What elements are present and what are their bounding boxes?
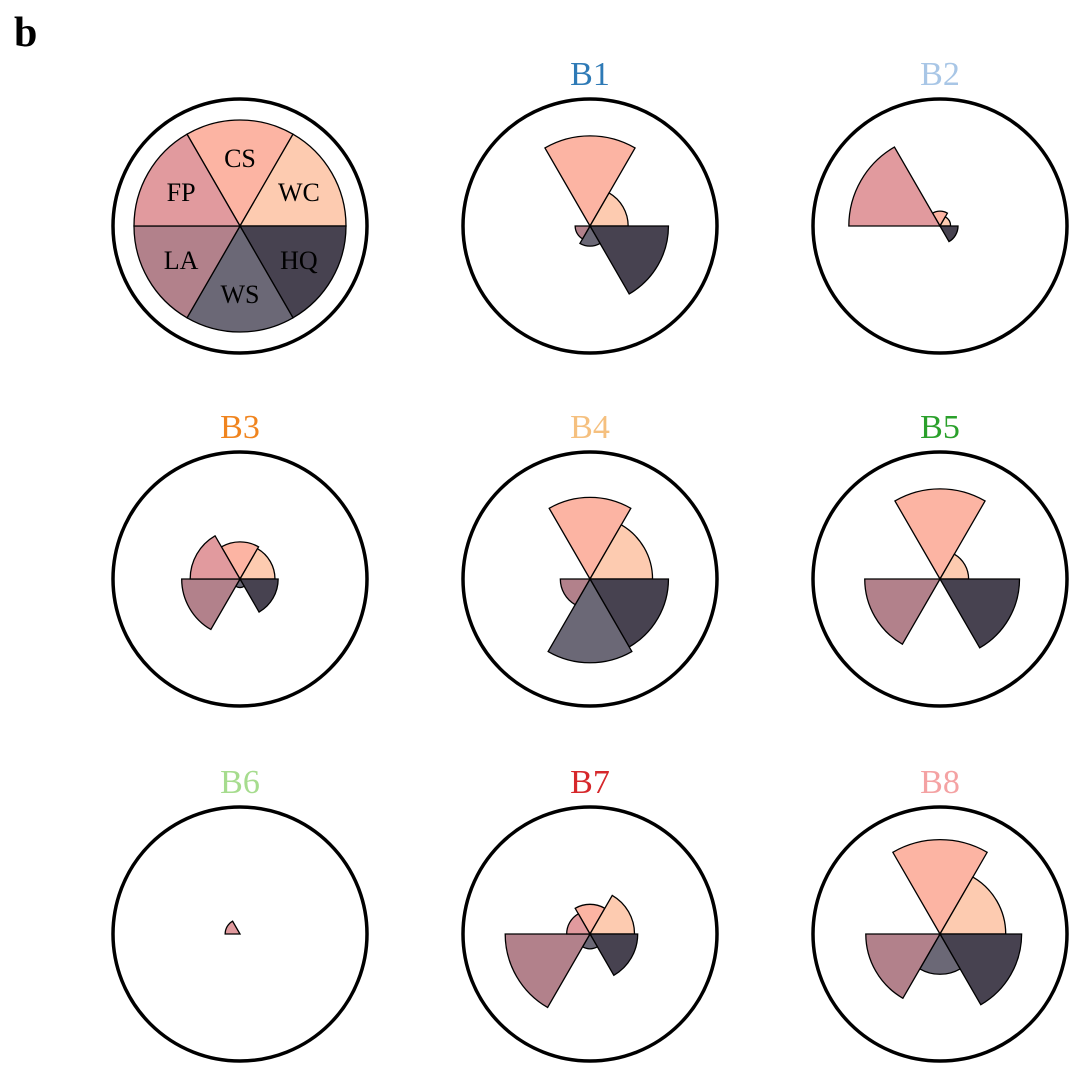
polar-panel-b6: B6 [111, 764, 369, 1063]
legend-label-wc: WC [278, 178, 320, 207]
bar-b2-fp [848, 146, 942, 227]
panel-title-b2: B2 [920, 56, 960, 93]
bar-b2-hq [938, 225, 959, 243]
panel-title-b8: B8 [920, 764, 960, 801]
legend-wheel: CS WC HQ WS LA FP [111, 97, 369, 355]
polar-panel-b2: B2 [811, 56, 1069, 355]
legend-sector-wc [238, 133, 347, 227]
bar-b6-fp [224, 920, 242, 935]
bar-b3-hq [238, 578, 279, 613]
bar-b1-cs [544, 135, 636, 228]
polar-panel-b8: B8 [811, 764, 1069, 1063]
legend-sector-la [133, 225, 242, 319]
polar-panel-b5: B5 [811, 409, 1069, 708]
bar-b1-ws [579, 224, 601, 247]
bar-b4-wc [588, 523, 654, 580]
legend-sector-fp [133, 133, 242, 227]
bar-b7-fp [566, 912, 592, 935]
polar-panel-b1: B1 [461, 56, 719, 355]
bar-b8-cs [891, 839, 989, 936]
legend-label-cs: CS [224, 144, 256, 173]
bar-b4-la [559, 578, 592, 606]
bar-b7-la [504, 933, 592, 1009]
bar-b4-cs [548, 496, 632, 581]
panel-title-b6: B6 [220, 764, 260, 801]
panel-title-b5: B5 [920, 409, 960, 446]
panel-title-b1: B1 [570, 56, 610, 93]
panel-title-b3: B3 [220, 409, 260, 446]
legend-label-fp: FP [167, 178, 196, 207]
legend-label-hq: HQ [280, 246, 318, 275]
legend-label-ws: WS [221, 280, 260, 309]
bar-b4-ws [547, 577, 633, 664]
polar-panel-b3: B3 [111, 409, 369, 708]
polar-panel-b4: B4 [461, 409, 719, 708]
legend-sector-cs [186, 119, 294, 228]
bar-b4-hq [588, 578, 670, 648]
panel-title-b4: B4 [570, 409, 610, 446]
legend-sector-ws [186, 224, 294, 333]
bar-b5-hq [938, 578, 1021, 649]
bar-b7-hq [588, 933, 639, 977]
bar-b5-la [864, 578, 942, 646]
bar-b3-fp [189, 534, 242, 580]
bar-b1-hq [588, 225, 670, 295]
bar-b1-la [574, 225, 592, 240]
legend-label-la: LA [164, 246, 199, 275]
bar-b3-la [181, 578, 242, 631]
panel-label: b [14, 10, 37, 56]
panel-title-b7: B7 [570, 764, 610, 801]
bar-b7-wc [588, 894, 636, 935]
bar-b8-hq [938, 933, 1023, 1006]
legend-sector-hq [238, 225, 347, 319]
bar-b8-wc [938, 876, 1007, 935]
polar-panel-b7: B7 [461, 764, 719, 1063]
bar-b5-cs [894, 488, 986, 581]
bar-b8-la [865, 933, 942, 1000]
